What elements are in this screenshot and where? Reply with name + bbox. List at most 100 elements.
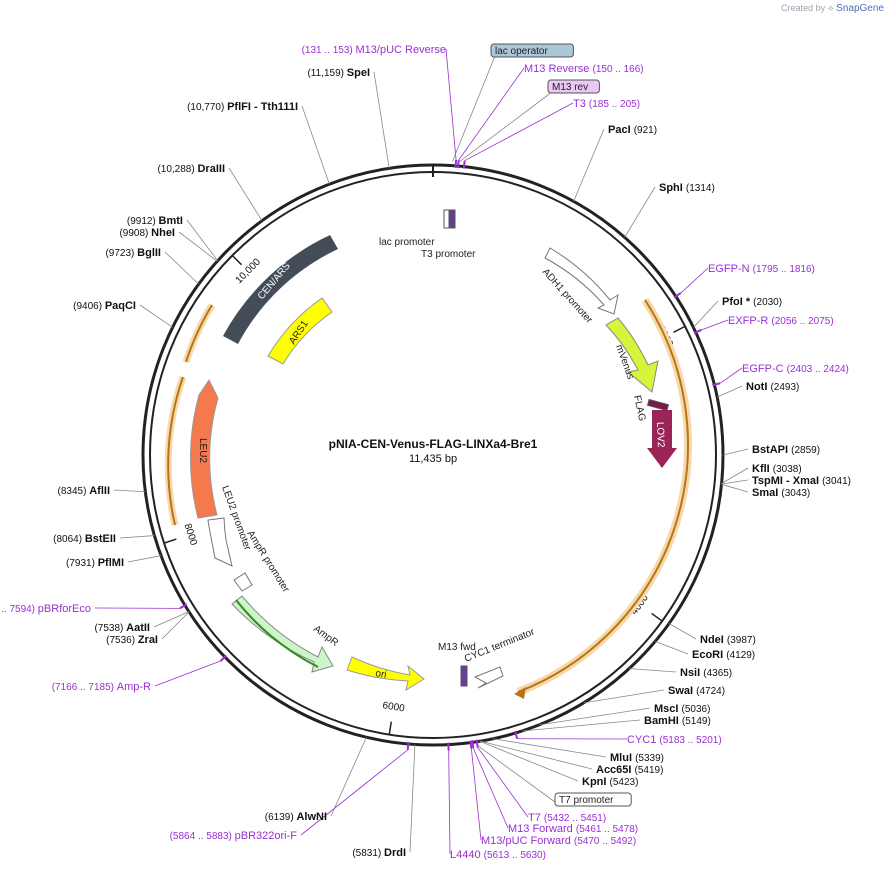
site-zrai: (7536) ZraI (106, 634, 158, 646)
site-leader-pflmi (127, 555, 162, 563)
primer-mark-egfp-n (673, 292, 682, 299)
site-leader-drdi (409, 744, 416, 853)
primer-amp-r: (7166 .. 7185) Amp-R (52, 681, 151, 693)
box-m13-rev (547, 79, 600, 94)
orf-arc-right-line (517, 299, 689, 693)
site-leader-tspmi-xmai (721, 479, 749, 485)
primer-mark-t3 (462, 160, 466, 169)
lac-promoter-feature (443, 209, 450, 229)
primer-m13-puc-forward: M13/pUC Forward (5470 .. 5492) (481, 835, 636, 847)
primer-pbrforeco: (7576 .. 7594) pBRforEco (0, 603, 91, 615)
primer-leader-m13-forward (472, 748, 509, 829)
site-nhei: (9908) NheI (119, 227, 175, 239)
orf-arc-left-2-line (185, 304, 213, 363)
site-leader-acc65i (480, 740, 593, 770)
primer-leader-exfp-r (701, 319, 729, 331)
restriction-site-labels: (11,159) SpeI(10,770) PflFI - Tth111I(10… (53, 67, 851, 859)
site-pflfi-tth111i: (10,770) PflFI - Tth111I (187, 101, 298, 113)
tick-2000 (673, 325, 686, 333)
primer-exfp-r: EXFP-R (2056 .. 2075) (728, 315, 834, 327)
watermark-brand: SnapGene (836, 3, 884, 14)
site-ndei: NdeI (3987) (700, 634, 756, 646)
primer-t3: T3 (185 .. 205) (573, 98, 640, 110)
watermark-prefix: Created by (781, 3, 826, 13)
site-leader-aatii (153, 611, 190, 628)
feature-label-m13-fwd: M13 fwd (438, 642, 476, 653)
site-bglii: (9723) BglII (105, 247, 161, 259)
site-leader-kfli (721, 467, 749, 484)
site-swai: SwaI (4724) (668, 685, 725, 697)
box-leader-lac-operator (452, 55, 496, 162)
primer-leader-m13-puc-forward (470, 748, 482, 841)
site-acc65i: Acc65I (5419) (596, 764, 663, 776)
primer-cyc1: CYC1 (5183 .. 5201) (627, 734, 722, 746)
tick-label-6000: 6000 (382, 700, 406, 714)
tick-6000 (388, 721, 392, 735)
box-lac-operator (490, 43, 574, 58)
primer-mark-m13-reverse (456, 160, 460, 169)
box-leader-m13-rev (458, 91, 553, 163)
site-leader-ecori (655, 640, 689, 655)
site-sphi: SphI (1314) (659, 182, 715, 194)
site-leader-nhei (178, 231, 218, 262)
site-leader-sphi (624, 186, 656, 238)
primer-mark-amp-r (219, 654, 227, 662)
primer-leader-m13-puc-reverse (445, 48, 457, 160)
site-msci: MscI (5036) (654, 703, 710, 715)
site-leader-spei (373, 71, 390, 169)
site-aatii: (7538) AatII (94, 622, 150, 634)
lov2-feature (647, 410, 677, 468)
site-noti: NotI (2493) (746, 381, 799, 393)
snapgene-watermark: Created by ⟡ SnapGene (781, 3, 884, 14)
site-leader-smai (721, 483, 749, 493)
primer-mark-exfp-r (693, 329, 702, 335)
site-leader-alwni (330, 737, 367, 817)
plasmid-name: pNIA-CEN-Venus-FLAG-LINXa4-Bre1 (329, 437, 538, 451)
tick-label-8000: 8000 (182, 522, 200, 547)
orf-arrow-head (514, 687, 526, 699)
site-draiii: (10,288) DraIII (157, 163, 225, 175)
site-leader-aflii (113, 489, 146, 493)
site-pflmi: (7931) PflMI (66, 557, 124, 569)
ampr-feature (231, 595, 334, 673)
primer-leader-m13-reverse (458, 67, 525, 161)
site-leader-swai (583, 689, 665, 704)
plasmid-length: 11,435 bp (409, 453, 457, 465)
site-leader-pflfi-tth111i (301, 105, 330, 185)
tick-4000 (651, 612, 663, 622)
ars1-feature (267, 297, 333, 365)
site-kpni: KpnI (5423) (582, 776, 638, 788)
site-leader-noti (717, 385, 743, 398)
ori-feature (346, 656, 425, 692)
site-leader-paqci (139, 304, 173, 328)
primer-egfp-c: EGFP-C (2403 .. 2424) (742, 363, 849, 375)
primer-leader-egfp-n (680, 267, 709, 294)
site-aflii: (8345) AflII (58, 485, 110, 497)
primer-mark-m13-puc-forward (469, 740, 473, 749)
primer-mark-cyc1 (514, 730, 519, 740)
site-leader-bglii (164, 251, 199, 285)
site-paci: PacI (921) (608, 124, 657, 136)
site-bsteii: (8064) BstEII (53, 533, 116, 545)
box-label-m13-rev: M13 rev (552, 82, 588, 93)
feature-arcs (164, 209, 692, 699)
tick-8000 (163, 538, 177, 544)
primer-l4440: L4440 (5613 .. 5630) (450, 849, 546, 861)
site-alwni: (6139) AlwNI (265, 811, 327, 823)
site-bstapi: BstAPI (2859) (752, 444, 820, 456)
mvenus-feature (605, 317, 659, 393)
feature-label-leu2: LEU2 (197, 438, 208, 463)
primer-mark-pbrforeco (179, 603, 188, 610)
site-leader-bsteii (119, 535, 155, 539)
leu2-feature (189, 379, 219, 519)
site-leader-bstapi (722, 448, 749, 456)
site-leader-pfoi (693, 300, 719, 328)
site-mlui: MluI (5339) (610, 752, 664, 764)
primer-pbr322ori-f: (5864 .. 5883) pBR322ori-F (170, 830, 298, 842)
primer-m13-forward: M13 Forward (5461 .. 5478) (508, 823, 638, 835)
adh1-promoter-feature (544, 247, 619, 315)
label-leader-lines (94, 48, 749, 855)
tick-10000 (231, 254, 243, 266)
primer-leader-egfp-c (719, 367, 743, 384)
